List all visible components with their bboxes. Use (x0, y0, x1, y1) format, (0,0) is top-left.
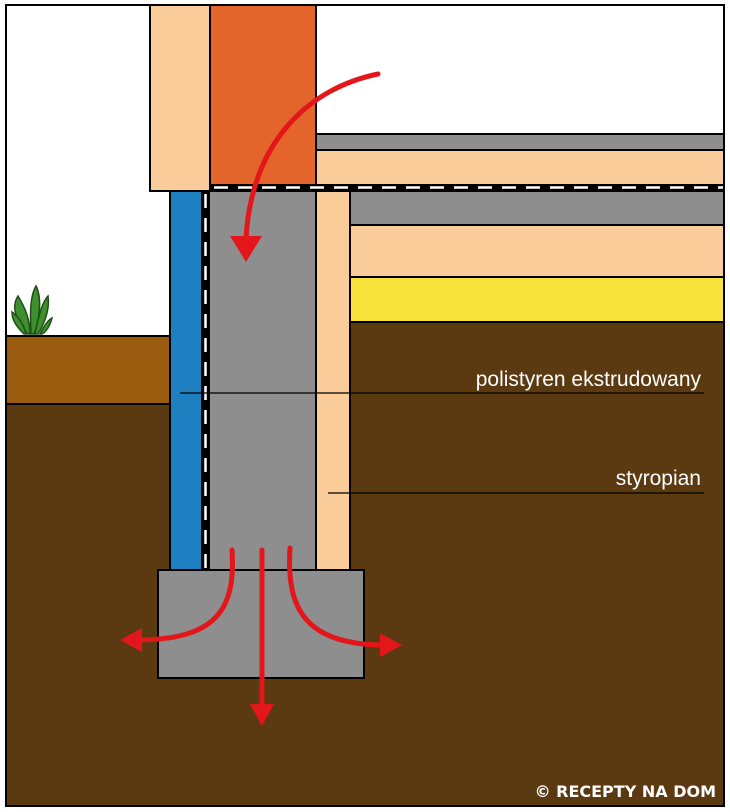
arrowhead-right (380, 633, 402, 657)
arrow-left-curve (133, 547, 235, 643)
watermark-text: © RECEPTY NA DOM (535, 782, 716, 801)
arrow-right-curve (287, 545, 389, 648)
floor-slab-concrete (349, 190, 725, 226)
floor-sand-layer-yellow (349, 276, 725, 323)
xps-insulation-layer (169, 190, 203, 571)
floor-insulation-beige (349, 224, 725, 278)
eps-insulation-layer (315, 190, 351, 571)
arrowhead-center (250, 704, 274, 726)
plant-icon (11, 284, 54, 335)
label-xps: polistyren ekstrudowany (476, 368, 702, 391)
load-arrows (133, 71, 389, 715)
foundation-wall-concrete (208, 190, 317, 571)
foundation-membrane (202, 191, 209, 570)
ground-surface-layer (5, 335, 171, 407)
arrow-top-curve (243, 71, 381, 241)
arrowhead-top (230, 236, 262, 262)
label-eps: styropian (616, 467, 701, 490)
diagram-frame (5, 4, 725, 807)
wall-insulation-layer (149, 4, 211, 192)
arrowhead-left (120, 628, 142, 652)
floor-screed-beige (315, 149, 725, 189)
arrowheads (120, 236, 402, 726)
floor-finish-grey (315, 133, 725, 151)
